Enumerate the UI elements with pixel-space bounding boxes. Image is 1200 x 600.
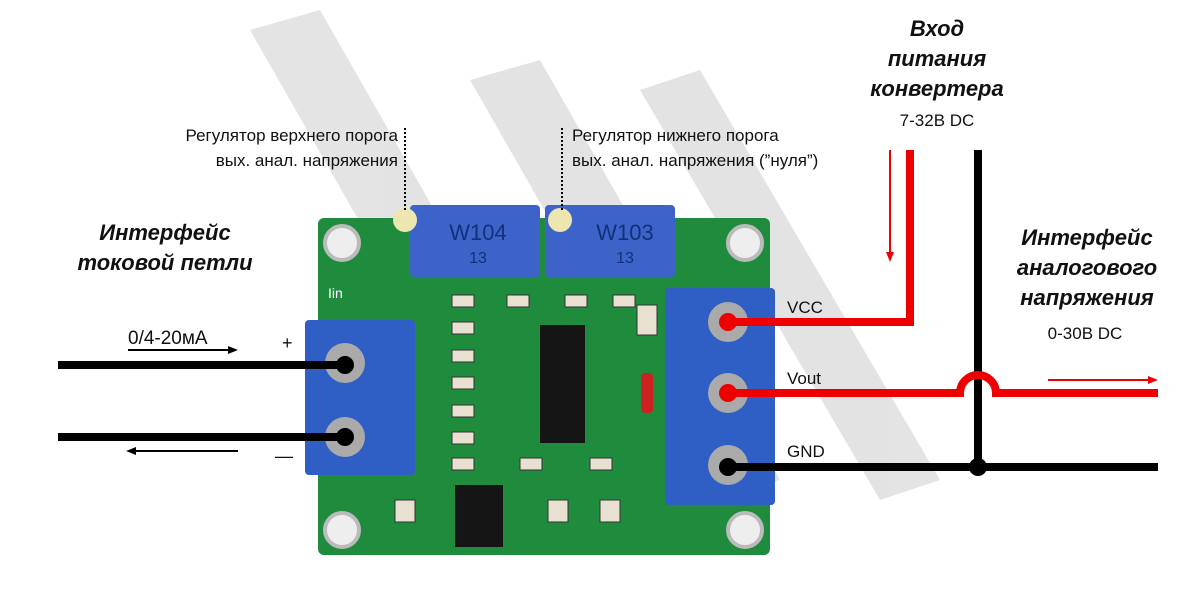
- power-range: 7-32В DC: [900, 111, 975, 130]
- gnd-label: GND: [787, 442, 825, 461]
- pot-high-label-1: Регулятор верхнего порога: [186, 126, 399, 145]
- current-range: 0/4-20мА: [128, 328, 208, 349]
- minus-label: —: [275, 446, 293, 466]
- wire-vcc: [728, 150, 914, 326]
- power-input-title-2: питания: [888, 46, 986, 71]
- analog-title-1: Интерфейс: [1021, 225, 1152, 250]
- diode: [641, 373, 653, 413]
- power-input-title-3: конвертера: [870, 76, 1003, 101]
- analog-title-2: аналогового: [1017, 255, 1157, 280]
- ic-chip-small: [455, 485, 503, 547]
- analog-range: 0-30В DC: [1048, 324, 1123, 343]
- vcc-label: VCC: [787, 298, 823, 317]
- pot-high[interactable]: W104 13: [393, 205, 540, 277]
- wire-vout: [728, 371, 1158, 397]
- svg-text:13: 13: [616, 250, 634, 267]
- terminal-block-left: [305, 320, 415, 475]
- iin-label: Iin: [328, 285, 343, 301]
- pot-low[interactable]: W103 13: [545, 205, 675, 277]
- vout-label: Vout: [787, 369, 821, 388]
- pcb-board: Iin: [318, 218, 770, 555]
- ic-chip: [540, 325, 585, 443]
- pot-low-label-1: Регулятор нижнего порога: [572, 126, 779, 145]
- arrow-out-icon: [126, 447, 238, 455]
- resistors: [394, 294, 658, 523]
- pot-high-label-2: вых. анал. напряжения: [216, 151, 398, 170]
- plus-label: +: [282, 333, 293, 353]
- arrow-vout-icon: [1048, 376, 1158, 384]
- arrow-power-in-icon: [886, 150, 894, 262]
- svg-text:13: 13: [469, 250, 487, 267]
- svg-text:W103: W103: [596, 220, 653, 245]
- analog-title-3: напряжения: [1020, 285, 1154, 310]
- pot-low-label-2: вых. анал. напряжения (”нуля”): [572, 151, 818, 170]
- power-input-title-1: Вход: [910, 16, 964, 41]
- svg-text:W104: W104: [449, 220, 506, 245]
- arrow-in-icon: [128, 346, 238, 354]
- current-loop-title-1: Интерфейс: [99, 220, 230, 245]
- current-loop-title-2: токовой петли: [77, 250, 253, 275]
